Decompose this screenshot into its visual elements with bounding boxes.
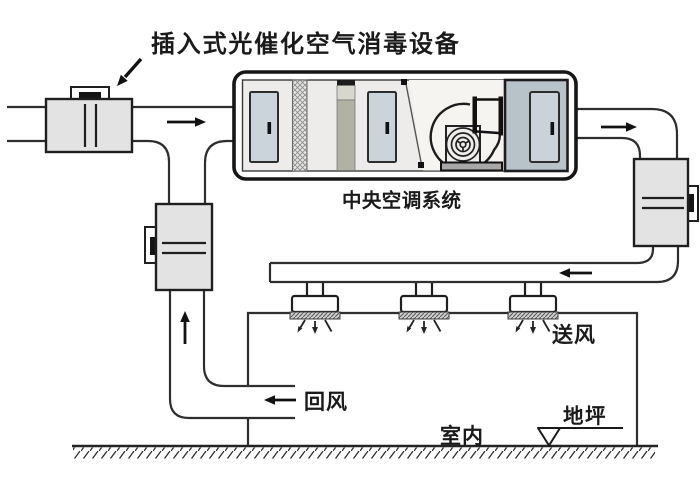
- ahu-access-panel-2: [367, 91, 397, 163]
- supply-air-label: 送风: [552, 323, 596, 347]
- ahu-label: 中央空调系统: [342, 189, 462, 212]
- ahu-coil: [336, 80, 356, 171]
- mixing-branch-duct: [132, 139, 234, 204]
- ahu-access-panel-3: [529, 91, 560, 163]
- disinfection-device-return: [144, 202, 214, 292]
- flow-arrow-ahu-outlet: [601, 122, 637, 132]
- flow-arrow-fresh-air: [167, 117, 206, 127]
- ahu: [232, 70, 578, 181]
- indoor-label: 室内: [440, 424, 484, 448]
- fan-inlet-rings: [445, 127, 481, 162]
- fan-base: [440, 161, 503, 172]
- uv-lamp-lines: [83, 104, 98, 147]
- return-riser-duct: [168, 290, 295, 420]
- device-housing: [154, 202, 214, 292]
- flow-arrow-supply: [559, 268, 592, 278]
- uv-lamp-lines: [162, 241, 206, 255]
- air-diffuser: [397, 281, 451, 336]
- panel-handle: [550, 122, 555, 135]
- device-housing: [632, 157, 690, 248]
- diagram-title: 插入式光催化空气消毒设备: [151, 30, 461, 58]
- insert-module-core: [150, 237, 156, 255]
- uv-lamp-lines: [642, 196, 684, 210]
- ahu-section-divider: [401, 79, 424, 168]
- insert-module-core: [687, 194, 694, 212]
- panel-handle: [267, 122, 272, 134]
- fan-discharge: [472, 96, 503, 136]
- air-diffuser: [506, 281, 560, 336]
- flow-arrow-return: [264, 395, 296, 405]
- insert-module-core: [79, 92, 101, 100]
- flow-arrow-return-up: [180, 311, 190, 344]
- disinfection-device-fresh-air: [44, 86, 134, 154]
- ground-level-label: 地坪: [563, 404, 607, 428]
- air-diffuser: [288, 281, 342, 336]
- return-air-label: 回风: [304, 391, 348, 414]
- title-pointer-arrow: [117, 57, 143, 86]
- ahu-filter: [292, 79, 308, 172]
- duct-network: [7, 105, 680, 420]
- ground-level-marker: [537, 427, 623, 447]
- ahu-fan: [429, 96, 503, 172]
- ground-hatch: [73, 447, 655, 459]
- panel-handle: [385, 122, 390, 134]
- device-housing: [44, 97, 134, 154]
- disinfection-device-supply: [632, 157, 699, 248]
- supply-duct: [268, 246, 680, 284]
- ahu-outlet-duct: [576, 107, 679, 159]
- ahu-access-panel-1: [249, 91, 279, 163]
